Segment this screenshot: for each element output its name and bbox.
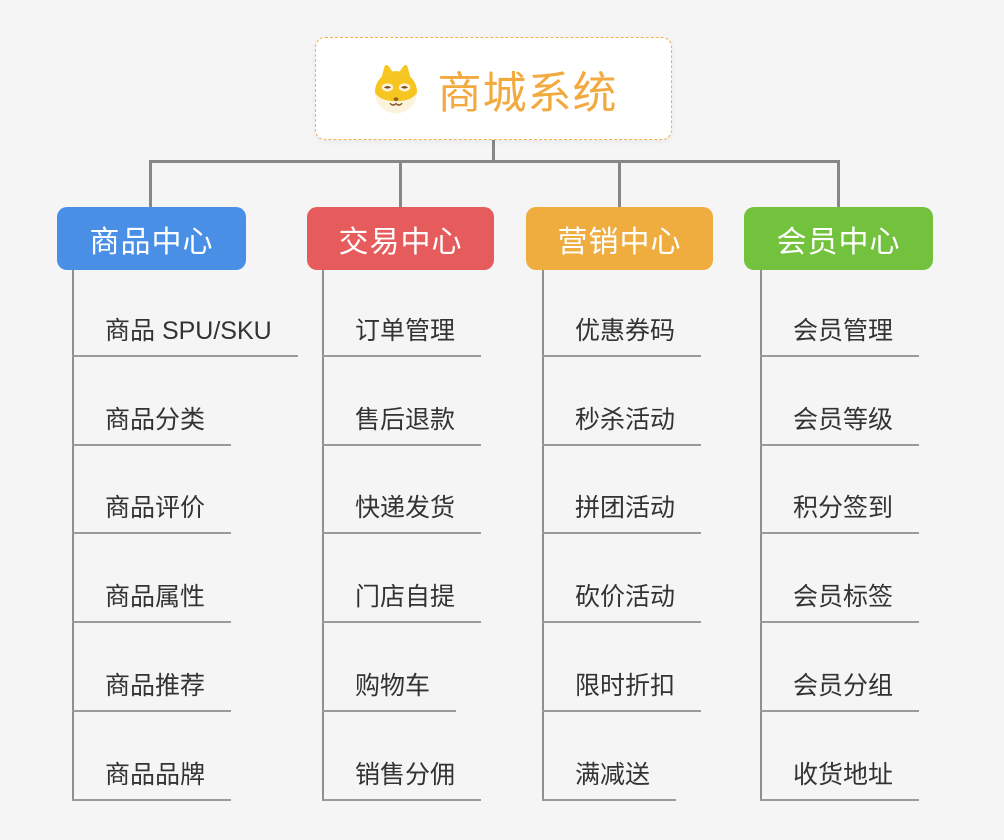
- leaf-node[interactable]: 优惠券码: [542, 311, 702, 357]
- leaf-node[interactable]: 会员管理: [760, 311, 920, 357]
- leaf-node[interactable]: 商品属性: [72, 577, 232, 624]
- leaf-node[interactable]: 订单管理: [322, 311, 482, 357]
- leaf-column-members: 会员管理 会员等级 积分签到 会员标签 会员分组 收货地址: [760, 268, 1004, 801]
- connector-drop-marketing: [618, 162, 621, 208]
- leaf-node[interactable]: 砍价活动: [542, 577, 702, 624]
- connector-drop-products: [149, 162, 152, 208]
- branch-node-trade[interactable]: 交易中心: [307, 207, 494, 270]
- connector-drop-trade: [399, 162, 402, 208]
- leaf-column-products: 商品 SPU/SKU 商品分类 商品评价 商品属性 商品推荐 商品品牌: [72, 268, 342, 801]
- root-node[interactable]: 商城系统: [315, 37, 672, 140]
- leaf-node[interactable]: 秒杀活动: [542, 400, 702, 446]
- leaf-column-marketing: 优惠券码 秒杀活动 拼团活动 砍价活动 限时折扣 满减送: [542, 268, 812, 801]
- leaf-node[interactable]: 商品推荐: [72, 666, 232, 712]
- leaf-node[interactable]: 会员标签: [760, 577, 920, 624]
- connector-horizontal-bus: [149, 160, 840, 163]
- branch-trunk-marketing: [542, 270, 544, 801]
- leaf-node[interactable]: 购物车: [322, 666, 457, 712]
- branch-trunk-products: [72, 270, 74, 801]
- leaf-node[interactable]: 销售分佣: [322, 755, 482, 801]
- connector-drop-members: [837, 162, 840, 208]
- leaf-node[interactable]: 拼团活动: [542, 488, 702, 535]
- leaf-node[interactable]: 会员等级: [760, 400, 920, 446]
- branch-label: 交易中心: [338, 225, 463, 259]
- branch-label: 营销中心: [557, 225, 682, 259]
- leaf-node[interactable]: 会员分组: [760, 666, 920, 712]
- branch-node-marketing[interactable]: 营销中心: [526, 207, 713, 270]
- leaf-node[interactable]: 售后退款: [322, 400, 482, 446]
- branch-trunk-members: [760, 270, 762, 801]
- leaf-node[interactable]: 商品 SPU/SKU: [72, 311, 298, 357]
- connector-root-stub: [492, 139, 495, 162]
- leaf-node[interactable]: 收货地址: [760, 755, 920, 801]
- branch-trunk-trade: [322, 270, 324, 801]
- leaf-node[interactable]: 积分签到: [760, 488, 920, 535]
- leaf-node[interactable]: 商品分类: [72, 400, 232, 446]
- leaf-node[interactable]: 门店自提: [322, 577, 482, 624]
- leaf-column-trade: 订单管理 售后退款 快递发货 门店自提 购物车 销售分佣: [322, 268, 592, 801]
- shiba-dog-icon: [374, 64, 417, 113]
- leaf-node[interactable]: 限时折扣: [542, 666, 702, 712]
- leaf-node[interactable]: 商品品牌: [72, 755, 232, 801]
- branch-node-products[interactable]: 商品中心: [57, 207, 246, 270]
- leaf-node[interactable]: 满减送: [542, 755, 677, 801]
- leaf-node[interactable]: 商品评价: [72, 488, 232, 535]
- branch-node-members[interactable]: 会员中心: [744, 207, 933, 270]
- branch-label: 会员中心: [776, 225, 901, 259]
- leaf-node[interactable]: 快递发货: [322, 488, 482, 535]
- root-title: 商城系统: [437, 68, 618, 118]
- branch-label: 商品中心: [89, 225, 214, 259]
